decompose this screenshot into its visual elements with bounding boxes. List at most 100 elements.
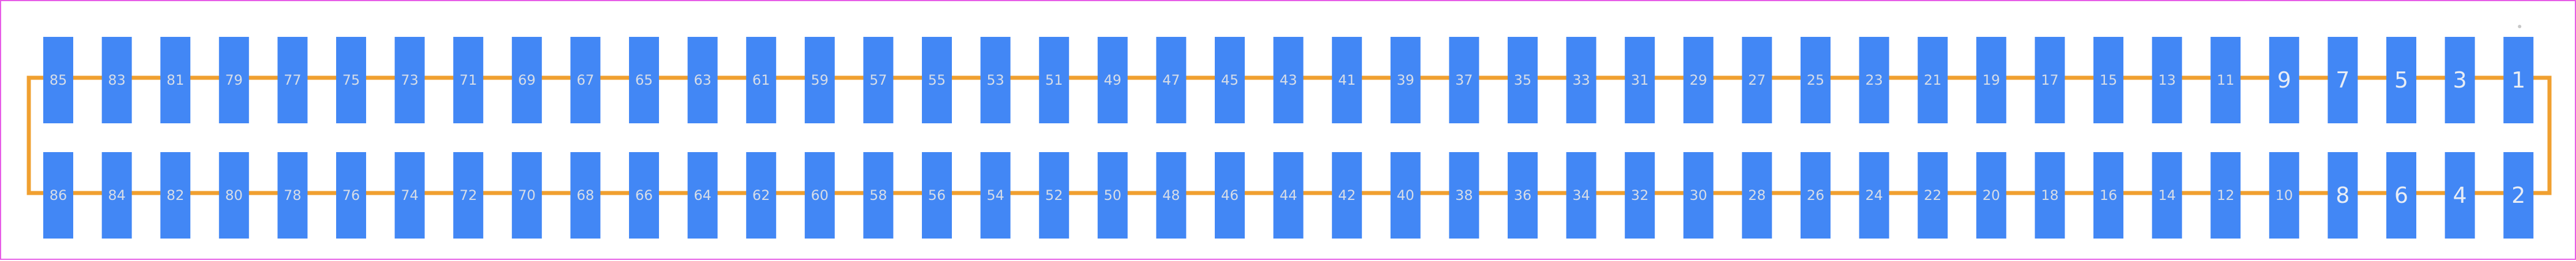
pad-31: 31 — [1625, 37, 1655, 123]
pad-rect-53 — [980, 37, 1011, 123]
pad-51: 51 — [1039, 37, 1069, 123]
pad-rect-41 — [1332, 37, 1362, 123]
pad-label: 26 — [1807, 187, 1825, 203]
pad-25: 25 — [1801, 37, 1831, 123]
pad-rect-74 — [394, 152, 425, 239]
pad-83: 83 — [101, 37, 132, 123]
pad-label: 67 — [577, 72, 594, 88]
pad-62: 62 — [746, 152, 777, 239]
pad-label: 57 — [869, 72, 887, 88]
pad-label: 35 — [1514, 72, 1532, 88]
pad-28: 28 — [1742, 152, 1772, 239]
pad-rect-72 — [453, 152, 484, 239]
pad-16: 16 — [2093, 152, 2123, 239]
pad-47: 47 — [1156, 37, 1187, 123]
pad-65: 65 — [629, 37, 659, 123]
pad-rect-11 — [2210, 37, 2241, 123]
pad-rect-85 — [43, 37, 73, 123]
pad-label: 51 — [1045, 72, 1063, 88]
pad-rect-80 — [219, 152, 249, 239]
pad-label: 54 — [986, 187, 1004, 203]
pad-label: 71 — [460, 72, 477, 88]
pad-rect-32 — [1625, 152, 1655, 239]
pad-rect-6 — [2386, 152, 2416, 239]
pad-80: 80 — [219, 152, 249, 239]
pad-label: 41 — [1338, 72, 1356, 88]
pad-label: 75 — [342, 72, 360, 88]
pad-rect-34 — [1566, 152, 1596, 239]
pad-7: 7 — [2328, 37, 2358, 123]
pad-30: 30 — [1683, 152, 1713, 239]
pad-10: 10 — [2269, 152, 2299, 239]
pad-rect-78 — [277, 152, 308, 239]
pad-rect-12 — [2210, 152, 2241, 239]
pad-49: 49 — [1097, 37, 1128, 123]
pad-11: 11 — [2210, 37, 2241, 123]
pad-label: 48 — [1162, 187, 1180, 203]
pad-84: 84 — [101, 152, 132, 239]
pad-label: 29 — [1690, 72, 1708, 88]
pad-rect-23 — [1859, 37, 1889, 123]
pad-rect-70 — [511, 152, 542, 239]
pad-label: 8 — [2336, 183, 2349, 208]
pad-rect-75 — [336, 37, 366, 123]
pad-rect-65 — [629, 37, 659, 123]
pad-rect-58 — [863, 152, 894, 239]
pad-label: 49 — [1104, 72, 1122, 88]
pad-rect-30 — [1683, 152, 1713, 239]
pad-53: 53 — [980, 37, 1011, 123]
pad-rect-84 — [101, 152, 132, 239]
pad-label: 63 — [694, 72, 711, 88]
pad-label: 13 — [2158, 72, 2176, 88]
pad-label: 43 — [1279, 72, 1297, 88]
pad-label: 22 — [1924, 187, 1942, 203]
pad-rect-51 — [1039, 37, 1069, 123]
pad-rect-16 — [2093, 152, 2123, 239]
pad-rect-67 — [570, 37, 601, 123]
pad-label: 23 — [1865, 72, 1883, 88]
pad-rect-2 — [2503, 152, 2534, 239]
pad-label: 15 — [2100, 72, 2118, 88]
pad-55: 55 — [922, 37, 952, 123]
pad-rect-79 — [219, 37, 249, 123]
pad-rect-81 — [160, 37, 191, 123]
pad-rect-40 — [1390, 152, 1421, 239]
pad-77: 77 — [277, 37, 308, 123]
pad-label: 83 — [108, 72, 126, 88]
pad-19: 19 — [1976, 37, 2006, 123]
pad-73: 73 — [394, 37, 425, 123]
pad-label: 7 — [2336, 67, 2349, 93]
pad-label: 42 — [1338, 187, 1356, 203]
pad-45: 45 — [1215, 37, 1245, 123]
pad-8: 8 — [2328, 152, 2358, 239]
pad-74: 74 — [394, 152, 425, 239]
pad-52: 52 — [1039, 152, 1069, 239]
pad-rect-55 — [922, 37, 952, 123]
pad-72: 72 — [453, 152, 484, 239]
pad-20: 20 — [1976, 152, 2006, 239]
pad-label: 4 — [2453, 183, 2467, 208]
pad-label: 73 — [401, 72, 419, 88]
pad-40: 40 — [1390, 152, 1421, 239]
pad-18: 18 — [2035, 152, 2065, 239]
pad-rect-1 — [2503, 37, 2534, 123]
pad-rect-20 — [1976, 152, 2006, 239]
pad-rect-61 — [746, 37, 777, 123]
pad-66: 66 — [629, 152, 659, 239]
pad-label: 74 — [401, 187, 419, 203]
pad-label: 68 — [577, 187, 594, 203]
pad-rect-38 — [1449, 152, 1479, 239]
pad-label: 53 — [986, 72, 1004, 88]
pad-rect-21 — [1918, 37, 1948, 123]
pad-rect-66 — [629, 152, 659, 239]
pad-rect-25 — [1801, 37, 1831, 123]
pad-64: 64 — [687, 152, 718, 239]
pad-79: 79 — [219, 37, 249, 123]
pad-86: 86 — [43, 152, 73, 239]
pad-label: 72 — [460, 187, 477, 203]
pad-label: 33 — [1572, 72, 1590, 88]
pad-label: 46 — [1221, 187, 1239, 203]
pad-68: 68 — [570, 152, 601, 239]
pad-rect-45 — [1215, 37, 1245, 123]
